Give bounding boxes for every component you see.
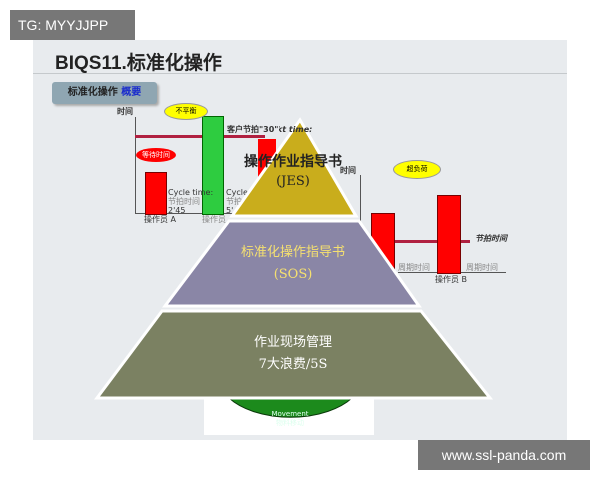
left-y-axis	[135, 117, 136, 213]
bar-operator-2	[202, 116, 224, 215]
pyramid-tier-5s-label: 作业现场管理 7大浪费/5S	[143, 332, 443, 376]
cycle-cn-b1: 周期时间	[398, 263, 430, 272]
wheel-label-en: Movement	[271, 410, 309, 418]
5s-title: 作业现场管理	[253, 335, 332, 350]
right-ylabel: 时间	[340, 166, 356, 175]
cycle-cn: 节拍时间	[168, 197, 200, 206]
cycle-cn-b2: 周期时间	[466, 263, 498, 272]
cloud-overload: 超负荷	[393, 160, 441, 179]
bar-operator-a	[145, 172, 167, 215]
cycle-value-2: 5'	[226, 206, 234, 215]
operator-2-label: 操作员	[202, 215, 226, 224]
pyramid-tier-jes	[229, 117, 359, 218]
title-divider	[33, 73, 567, 74]
takt-label: Takt time:	[267, 125, 313, 134]
wheel-label-cn: 物料移动	[276, 419, 304, 427]
cloud-wait: 等待时间	[136, 148, 176, 162]
cycle-label: Cycle time:	[168, 188, 214, 197]
wheel-segment	[227, 397, 354, 418]
slide-title: BIQS11.标准化操作	[55, 53, 222, 74]
cycle-cn-2: 节拍	[226, 197, 242, 206]
left-x-axis	[135, 213, 265, 214]
right-takt-label: 节拍时间	[475, 234, 507, 243]
left-ylabel: 时间	[117, 107, 133, 116]
right-takt-line	[371, 240, 470, 243]
takt-line	[135, 135, 265, 138]
operator-a-label: 操作员 A	[144, 215, 177, 224]
cloud-imbalance: 不平衡	[164, 103, 208, 120]
site-label: www.ssl-panda.com	[418, 440, 590, 470]
5s-subtitle: 7大浪费/5S	[258, 357, 328, 372]
cycle-label-2: Cycle	[226, 188, 248, 197]
section-tag-text: 标准化操作	[67, 87, 118, 98]
section-tag-highlight: 概要	[121, 87, 142, 98]
pyramid-tier-sos-label: 标准化操作指导书 (SOS)	[143, 242, 443, 286]
jes-title: 操作作业指导书	[244, 154, 342, 170]
jes-subtitle: (JES)	[276, 174, 310, 189]
watermark-tag: TG: MYYJJPP	[10, 10, 135, 40]
pyramid-tier-jes-label: 操作作业指导书 (JES)	[143, 152, 443, 192]
pyramid-tier-sos	[161, 219, 422, 308]
sos-subtitle: (SOS)	[273, 267, 313, 282]
takt-value: 客户节拍"30"	[226, 124, 280, 135]
pyramid-tier-5s	[94, 309, 494, 400]
operator-b-label: 操作员 B	[435, 275, 468, 284]
sos-title: 标准化操作指导书	[240, 245, 345, 260]
cycle-value: 2'45	[168, 206, 186, 215]
bar-b-2	[437, 195, 461, 274]
section-tag: 标准化操作 概要	[52, 82, 157, 104]
